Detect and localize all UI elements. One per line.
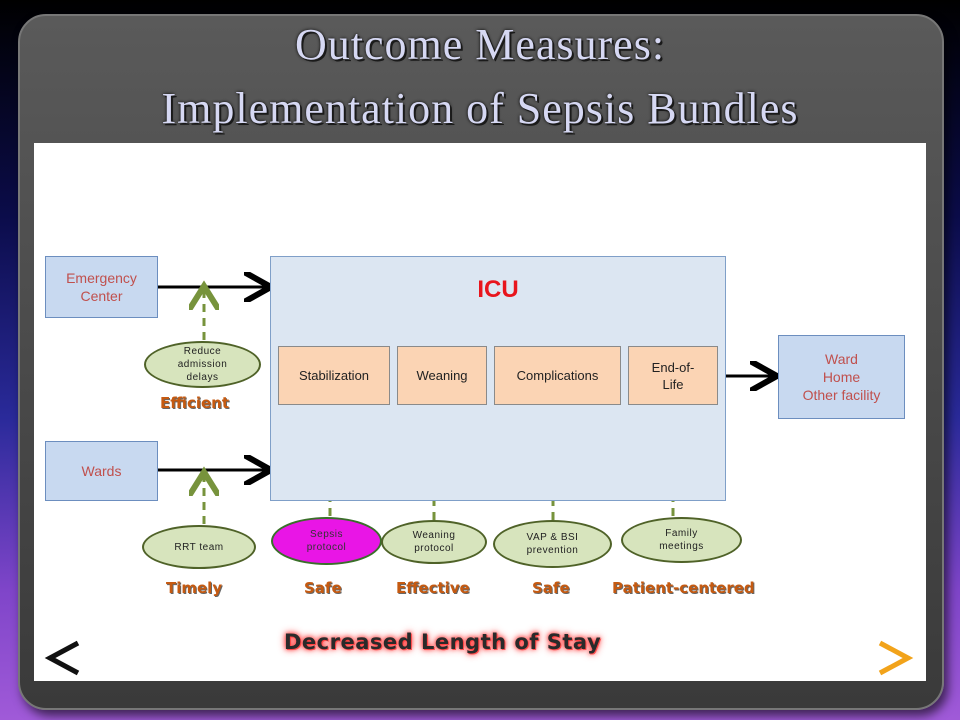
step-stabilization: Stabilization	[278, 346, 390, 405]
oval-weaning-protocol: Weaning protocol	[381, 520, 487, 564]
oval-family-meetings: Family meetings	[621, 517, 742, 563]
outcome-label: Decreased Length of Stay	[284, 630, 602, 654]
slide-title-line2: Implementation of Sepsis Bundles	[161, 84, 799, 133]
oval-vap-bsi-prevention: VAP & BSI prevention	[493, 520, 612, 568]
length-of-stay-arrow	[44, 640, 914, 676]
oval-reduce-admission-delays: Reduce admission delays	[144, 341, 261, 388]
destination-home: Home	[822, 369, 861, 385]
step-weaning: Weaning	[397, 346, 487, 405]
emergency-center-box: Emergency Center	[45, 256, 158, 318]
destination-other: Other facility	[802, 387, 881, 403]
oval-sepsis-protocol: Sepsis protocol	[271, 517, 382, 565]
destination-box: Ward Home Other facility	[778, 335, 905, 419]
icu-label: ICU	[477, 276, 519, 303]
diagram-area: Emergency Center Wards ICU Stabilization…	[34, 143, 926, 681]
destination-ward: Ward	[825, 351, 858, 367]
dimension-timely: Timely	[166, 579, 223, 597]
dimension-safe-1: Safe	[304, 579, 342, 597]
dimension-patient-centered: Patient-centered	[612, 579, 755, 597]
dimension-effective: Effective	[396, 579, 470, 597]
slide-title-line1: Outcome Measures:	[294, 20, 666, 69]
wards-box: Wards	[45, 441, 158, 501]
dimension-efficient: Efficient	[160, 394, 230, 412]
dimension-safe-2: Safe	[532, 579, 570, 597]
step-complications: Complications	[494, 346, 621, 405]
step-end-of-life: End-of-Life	[628, 346, 718, 405]
oval-rrt-team: RRT team	[142, 525, 256, 569]
